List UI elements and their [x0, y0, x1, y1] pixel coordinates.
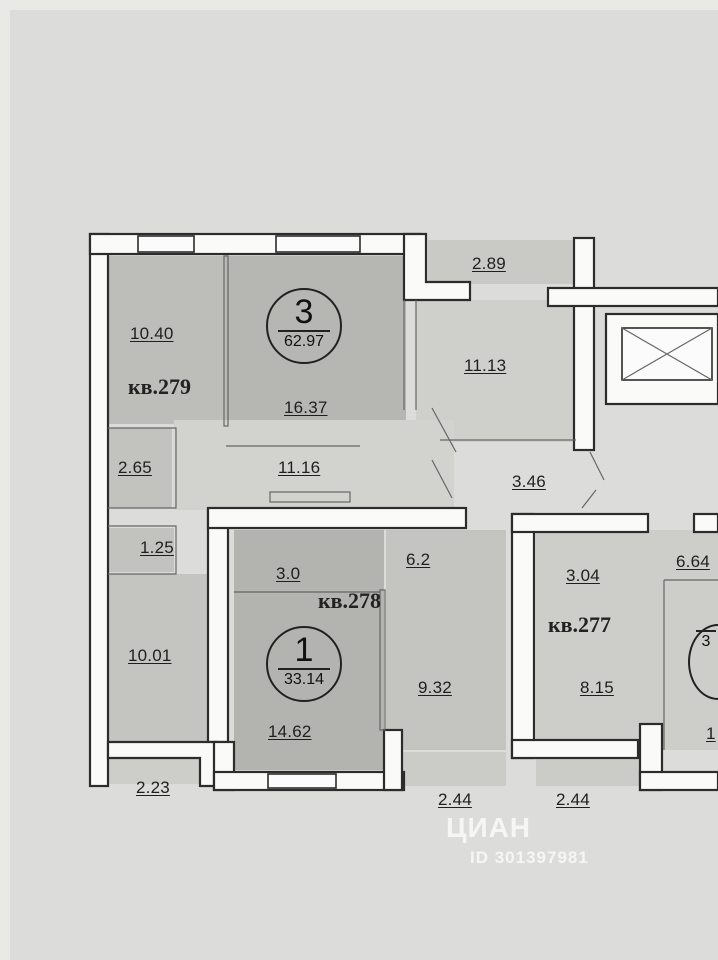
apt-278-label: кв.278 [318, 588, 382, 613]
room-fills [108, 240, 718, 786]
bath-2-65-fill [108, 428, 172, 508]
kitchen-11-13-fill [416, 300, 576, 442]
door-arc-2 [431, 459, 453, 499]
wc-1-25-walls [108, 525, 177, 575]
area-2-65: 2.65 [118, 458, 152, 477]
wall-top-277-right [692, 512, 718, 534]
area-3-04: 3.04 [566, 566, 600, 585]
bath-2-65-walls [108, 427, 177, 509]
area-11-13: 11.13 [464, 356, 507, 375]
wall-corridor-stub [546, 286, 718, 308]
door-arc-3 [589, 451, 605, 481]
watermark-brand: ЦИАН [446, 812, 532, 843]
apt-278-total: 33.14 [278, 668, 330, 689]
area-3-0: 3.0 [276, 564, 301, 583]
area-2-44-a: 2.44 [438, 790, 472, 809]
area-3-46: 3.46 [512, 472, 546, 491]
apt-277-label: кв.277 [548, 612, 612, 637]
wall-left-outer [88, 232, 110, 788]
window-278-bottom [267, 773, 337, 789]
wall-278-277 [510, 512, 536, 760]
partition-279-b [226, 300, 405, 447]
loggia-2-44-fill [398, 752, 506, 786]
window-top-1 [137, 235, 195, 253]
walls [88, 232, 718, 792]
area-11-16: 11.16 [278, 458, 321, 477]
partition-278 [379, 589, 386, 731]
apt-277-total: 3 [696, 630, 716, 651]
kitchen-11-13-walls [415, 300, 576, 441]
radiator [269, 491, 351, 503]
hall-11-16-fill [174, 420, 454, 510]
apt-279-badge: 3 62.97 [266, 288, 342, 364]
room-10-01-fill [108, 574, 208, 744]
apt277-fill [536, 530, 718, 750]
area-1-25: 1.25 [140, 538, 174, 557]
wall-277-bottom [510, 738, 640, 760]
apt-279-label: кв.279 [128, 374, 192, 399]
balcony-2-89-fill [428, 240, 574, 284]
door-arc-4 [581, 489, 597, 509]
partition-277 [663, 579, 718, 750]
area-10-40: 10.40 [130, 324, 174, 343]
apt-278-rooms: 1 [294, 631, 314, 669]
area-14-62: 14.62 [268, 722, 312, 741]
watermark-id: ID 301397981 [470, 848, 589, 867]
area-2-23: 2.23 [136, 778, 170, 797]
window-top-2 [275, 235, 361, 253]
wc-1-25-fill [108, 528, 174, 572]
area-277-room-partial: 1 [706, 724, 716, 743]
partition-279-a [223, 255, 229, 427]
kitchen-9-32-fill [386, 530, 506, 750]
area-9-32: 9.32 [418, 678, 452, 697]
wall-278-loggia-side [382, 728, 404, 792]
wall-top-277 [510, 512, 650, 534]
area-8-15: 8.15 [580, 678, 614, 697]
area-10-01: 10.01 [128, 646, 172, 665]
apt-279-rooms: 3 [294, 293, 314, 331]
wall-277-loggia-bottom [638, 770, 718, 792]
door-arc-1 [431, 407, 457, 453]
area-2-89: 2.89 [472, 254, 506, 273]
room-10-40-fill [108, 256, 226, 424]
apt-279-total: 62.97 [278, 330, 330, 351]
lift-cross [621, 327, 713, 381]
area-6-2: 6.2 [406, 550, 431, 569]
wall-10-01-right [206, 508, 230, 744]
area-2-44-b: 2.44 [556, 790, 590, 809]
wall-corridor-right [572, 236, 596, 452]
apt-278-badge: 1 33.14 [266, 626, 342, 702]
area-16-37: 16.37 [284, 398, 328, 417]
area-6-64: 6.64 [676, 552, 710, 571]
wall-top-278 [206, 506, 468, 530]
